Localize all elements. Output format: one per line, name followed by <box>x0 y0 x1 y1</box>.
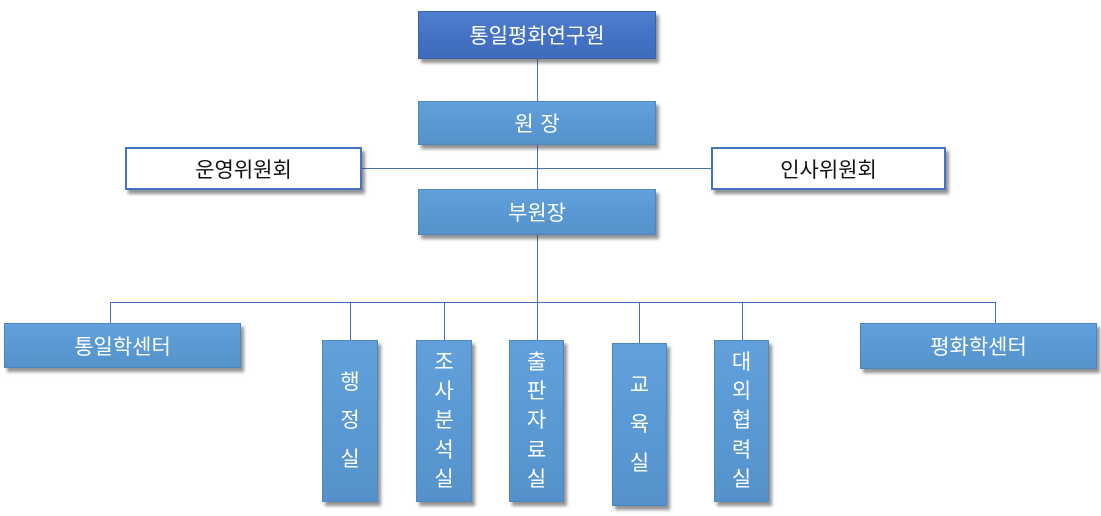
office-char: 실 <box>731 466 752 491</box>
node-office-publication[interactable]: 출 판 자 료 실 <box>509 340 564 502</box>
node-personnel-committee-label: 인사위원회 <box>780 157 877 182</box>
node-deputy-director-label: 부원장 <box>508 201 566 225</box>
office-char: 자 <box>526 408 547 433</box>
node-peace-center[interactable]: 평화학센터 <box>860 323 1097 369</box>
office-char: 행 <box>340 369 360 394</box>
connector-committees <box>362 168 711 169</box>
node-deputy-director[interactable]: 부원장 <box>418 189 656 235</box>
node-institute[interactable]: 통일평화연구원 <box>418 11 656 59</box>
connector-director-to-deputy <box>537 145 538 189</box>
office-char: 정 <box>340 408 360 433</box>
connector-office-4 <box>639 302 640 343</box>
node-personnel-committee[interactable]: 인사위원회 <box>711 147 946 190</box>
node-office-research-analysis[interactable]: 조 사 분 석 실 <box>416 340 472 502</box>
office-char: 석 <box>434 437 454 462</box>
office-char: 대 <box>731 350 752 375</box>
office-char: 사 <box>434 379 454 404</box>
office-char: 실 <box>340 447 360 472</box>
node-institute-label: 통일평화연구원 <box>469 24 605 48</box>
node-operating-committee-label: 운영위원회 <box>195 157 292 182</box>
office-char: 출 <box>526 350 547 375</box>
office-char: 료 <box>526 437 547 462</box>
office-char: 분 <box>434 408 454 433</box>
connector-office-1 <box>350 302 351 340</box>
node-office-education[interactable]: 교 육 실 <box>612 343 667 506</box>
node-unification-center[interactable]: 통일학센터 <box>4 323 241 368</box>
office-char: 실 <box>434 466 454 491</box>
office-char: 육 <box>629 411 650 436</box>
node-office-external-cooperation[interactable]: 대 외 협 력 실 <box>714 340 769 502</box>
office-char: 외 <box>731 379 752 404</box>
office-char: 판 <box>526 379 547 404</box>
office-char: 력 <box>731 437 752 462</box>
node-unification-center-label: 통일학센터 <box>74 334 171 359</box>
node-director-label: 원 장 <box>514 112 560 136</box>
office-char: 실 <box>526 466 547 491</box>
node-director[interactable]: 원 장 <box>418 101 656 145</box>
connector-office-5 <box>742 302 743 340</box>
office-char: 조 <box>434 350 454 375</box>
office-char: 교 <box>629 372 650 397</box>
connector-left-center <box>110 302 111 323</box>
node-office-administration[interactable]: 행 정 실 <box>322 340 378 502</box>
connector-top-to-director <box>537 59 538 101</box>
office-char: 실 <box>629 450 650 475</box>
connector-office-3 <box>537 302 538 340</box>
node-peace-center-label: 평화학센터 <box>930 335 1027 359</box>
office-char: 협 <box>731 408 752 433</box>
connector-right-center <box>995 302 996 323</box>
connector-deputy-to-branch <box>537 235 538 302</box>
node-operating-committee[interactable]: 운영위원회 <box>125 147 362 190</box>
connector-branch-horizontal <box>110 302 996 303</box>
connector-office-2 <box>444 302 445 340</box>
